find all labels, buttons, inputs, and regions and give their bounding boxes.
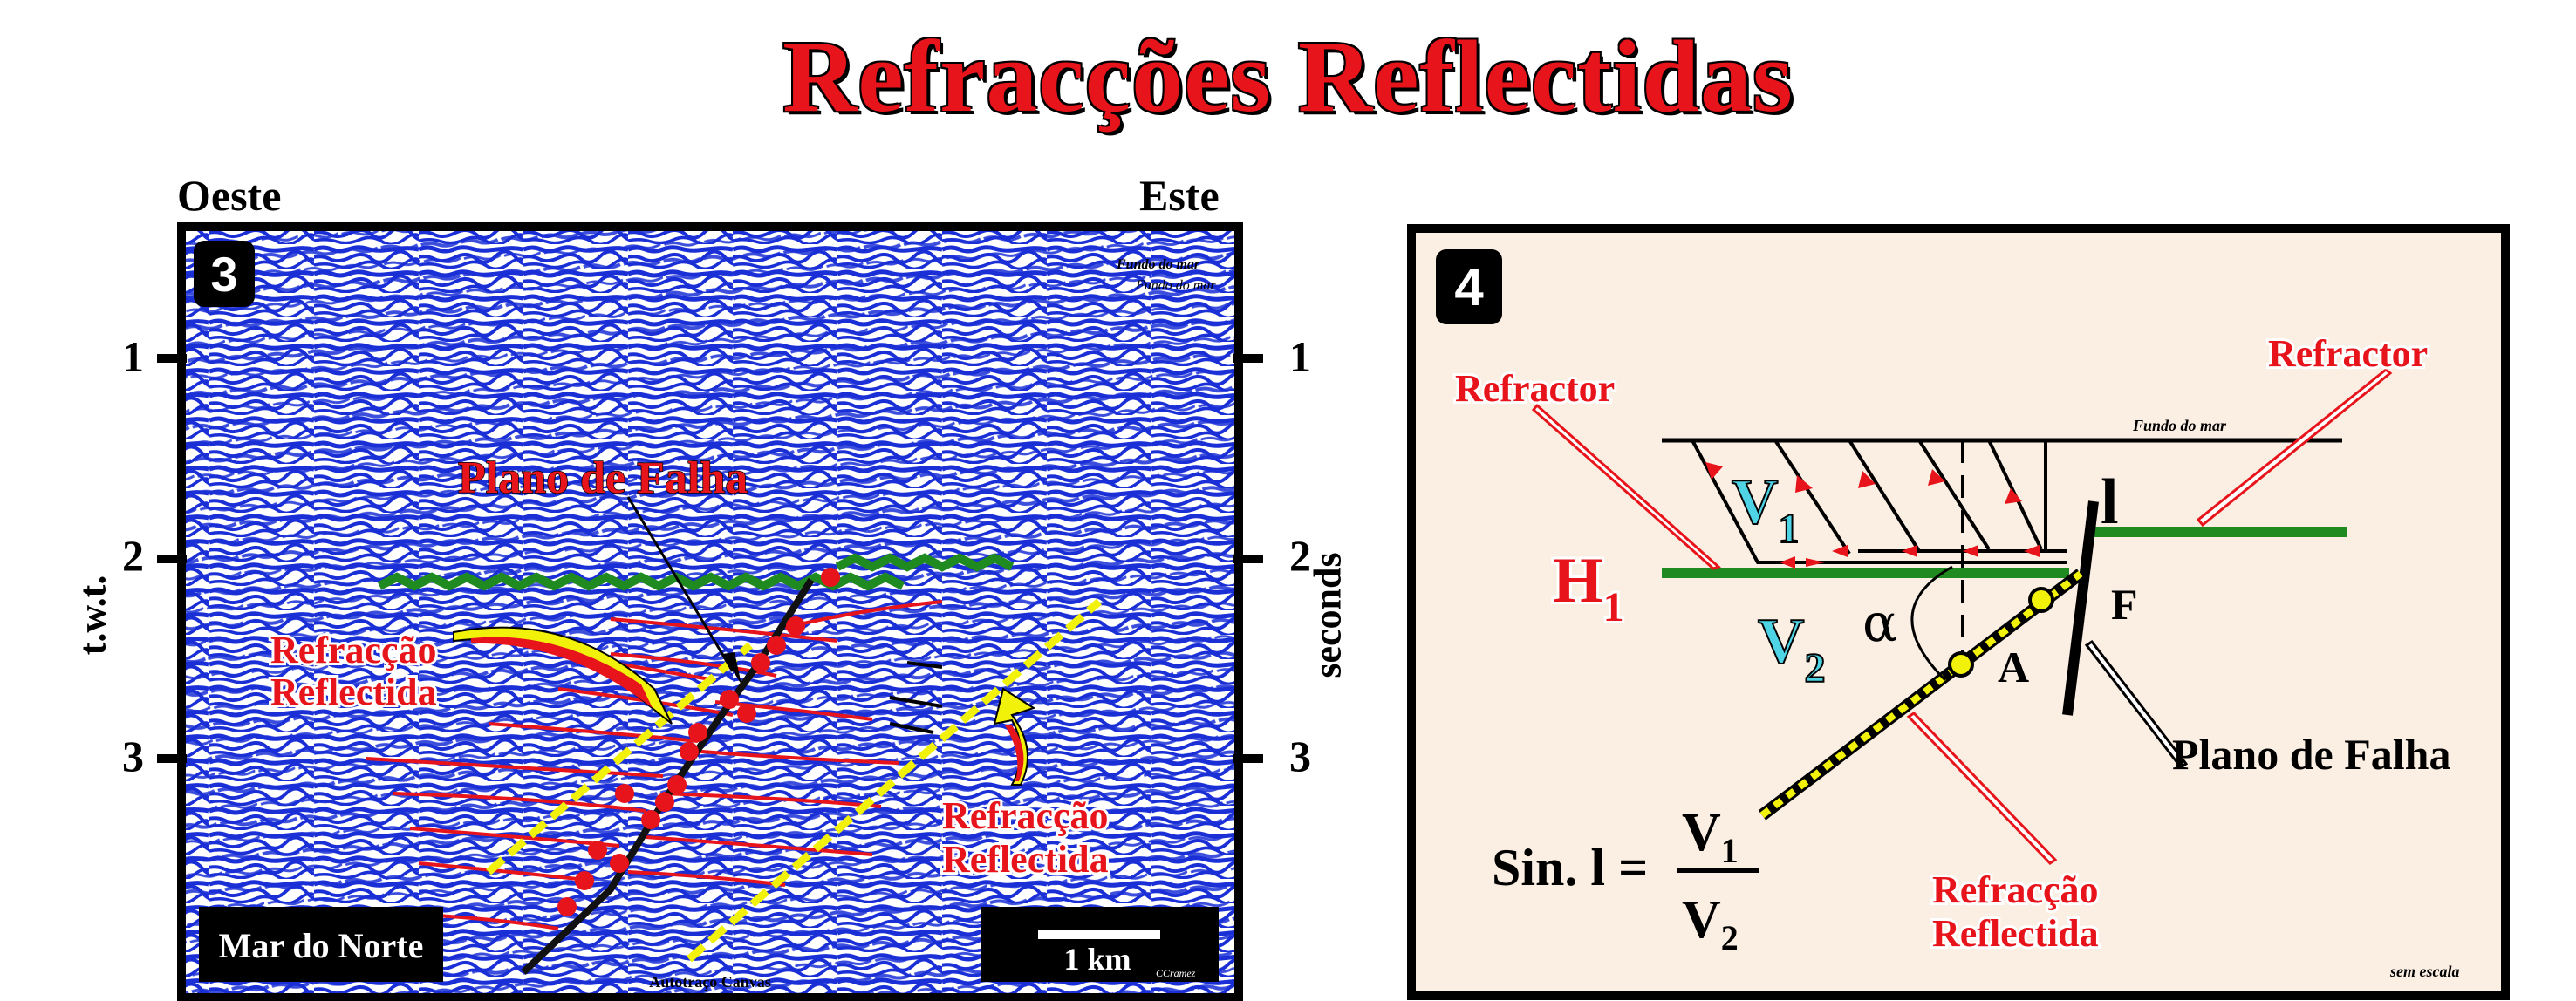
f-label: F bbox=[2111, 580, 2138, 629]
horizon-wavy bbox=[377, 553, 1015, 591]
callout-refractor-left bbox=[1531, 403, 1721, 570]
v1-label: V1 bbox=[1732, 466, 1799, 552]
label-refraction-left-2: Reflectida bbox=[270, 671, 437, 713]
callout-refraction bbox=[1906, 712, 2058, 865]
refraction-lines bbox=[486, 598, 1102, 963]
refraction-label-1: Refracção bbox=[1932, 868, 2099, 911]
footer-label: Autotraço Canvas bbox=[649, 973, 771, 991]
sea-floor-label: Fundo do mar bbox=[2132, 417, 2227, 434]
east-label: Este bbox=[1139, 171, 1220, 220]
schematic-panel bbox=[1407, 224, 2510, 1000]
label-sea-floor-2: Fundo do mar bbox=[1135, 278, 1216, 293]
fault-plane-line bbox=[2062, 500, 2099, 716]
v2-label: V2 bbox=[1758, 606, 1825, 691]
tick-left-3: 3 bbox=[122, 732, 144, 780]
badge-4 bbox=[1436, 249, 1502, 324]
no-scale-label: sem escala bbox=[2389, 963, 2459, 980]
label-refraction-right-2: Reflectida bbox=[942, 838, 1109, 881]
scale-box bbox=[981, 907, 1219, 982]
refractor-right-label: Refractor bbox=[2268, 332, 2428, 375]
tick-right-2: 2 bbox=[1289, 531, 1311, 580]
callout-refractor-right bbox=[2196, 368, 2393, 528]
formula-numerator: V1 bbox=[1682, 803, 1739, 870]
angle-arc bbox=[1910, 565, 1953, 682]
alpha-label: α bbox=[1862, 593, 1898, 654]
label-refraction-right-1: Refracção bbox=[942, 794, 1109, 837]
seismic-section bbox=[177, 222, 1243, 1001]
point-a bbox=[1948, 651, 1974, 678]
label-refraction-left-1: Refracção bbox=[270, 629, 437, 671]
badge-3 bbox=[194, 241, 255, 307]
fault-plane-label: Plano de Falha bbox=[2172, 730, 2450, 779]
l-label: l bbox=[2101, 466, 2119, 538]
fault-pointer-head bbox=[722, 652, 741, 684]
small-marks bbox=[889, 661, 943, 734]
axis-ticks bbox=[157, 354, 1263, 763]
location-label: Mar do Norte bbox=[219, 926, 424, 965]
location-box bbox=[199, 907, 443, 982]
label-fault-plane: Plano de Falha bbox=[458, 453, 748, 503]
tick-right-1: 1 bbox=[1289, 332, 1311, 381]
tick-left-2: 2 bbox=[122, 531, 144, 580]
refraction-reflected-line-dash bbox=[1759, 570, 2083, 819]
scale-label: 1 km bbox=[1063, 942, 1131, 977]
credit-label: CCramez bbox=[1156, 967, 1196, 979]
point-b bbox=[2028, 587, 2054, 613]
page-title: Refracções Reflectidas bbox=[782, 19, 1794, 133]
label-sea-floor: Fundo do mar bbox=[1116, 257, 1200, 272]
a-label: A bbox=[1998, 643, 2029, 691]
fault-pointer bbox=[626, 496, 735, 672]
fault-points bbox=[557, 568, 840, 916]
h1-label: H1 bbox=[1553, 545, 1624, 630]
refractor-left-label: Refractor bbox=[1455, 367, 1615, 410]
tick-left-1: 1 bbox=[122, 332, 144, 381]
badge-3-text: 3 bbox=[210, 247, 237, 302]
ray-paths bbox=[1691, 439, 2067, 663]
callout-fault-plane bbox=[2084, 639, 2189, 770]
formula-denominator: V2 bbox=[1682, 890, 1739, 957]
formula-left: Sin. l = bbox=[1492, 839, 1648, 896]
ray-arrows bbox=[1705, 462, 2040, 569]
west-label: Oeste bbox=[177, 171, 282, 220]
refraction-label-2: Reflectida bbox=[1932, 912, 2099, 955]
refraction-arrow-right-inner bbox=[1005, 725, 1024, 781]
tick-right-3: 3 bbox=[1289, 732, 1311, 780]
badge-4-text: 4 bbox=[1454, 258, 1484, 317]
refraction-arrow-left-inner bbox=[471, 637, 653, 708]
